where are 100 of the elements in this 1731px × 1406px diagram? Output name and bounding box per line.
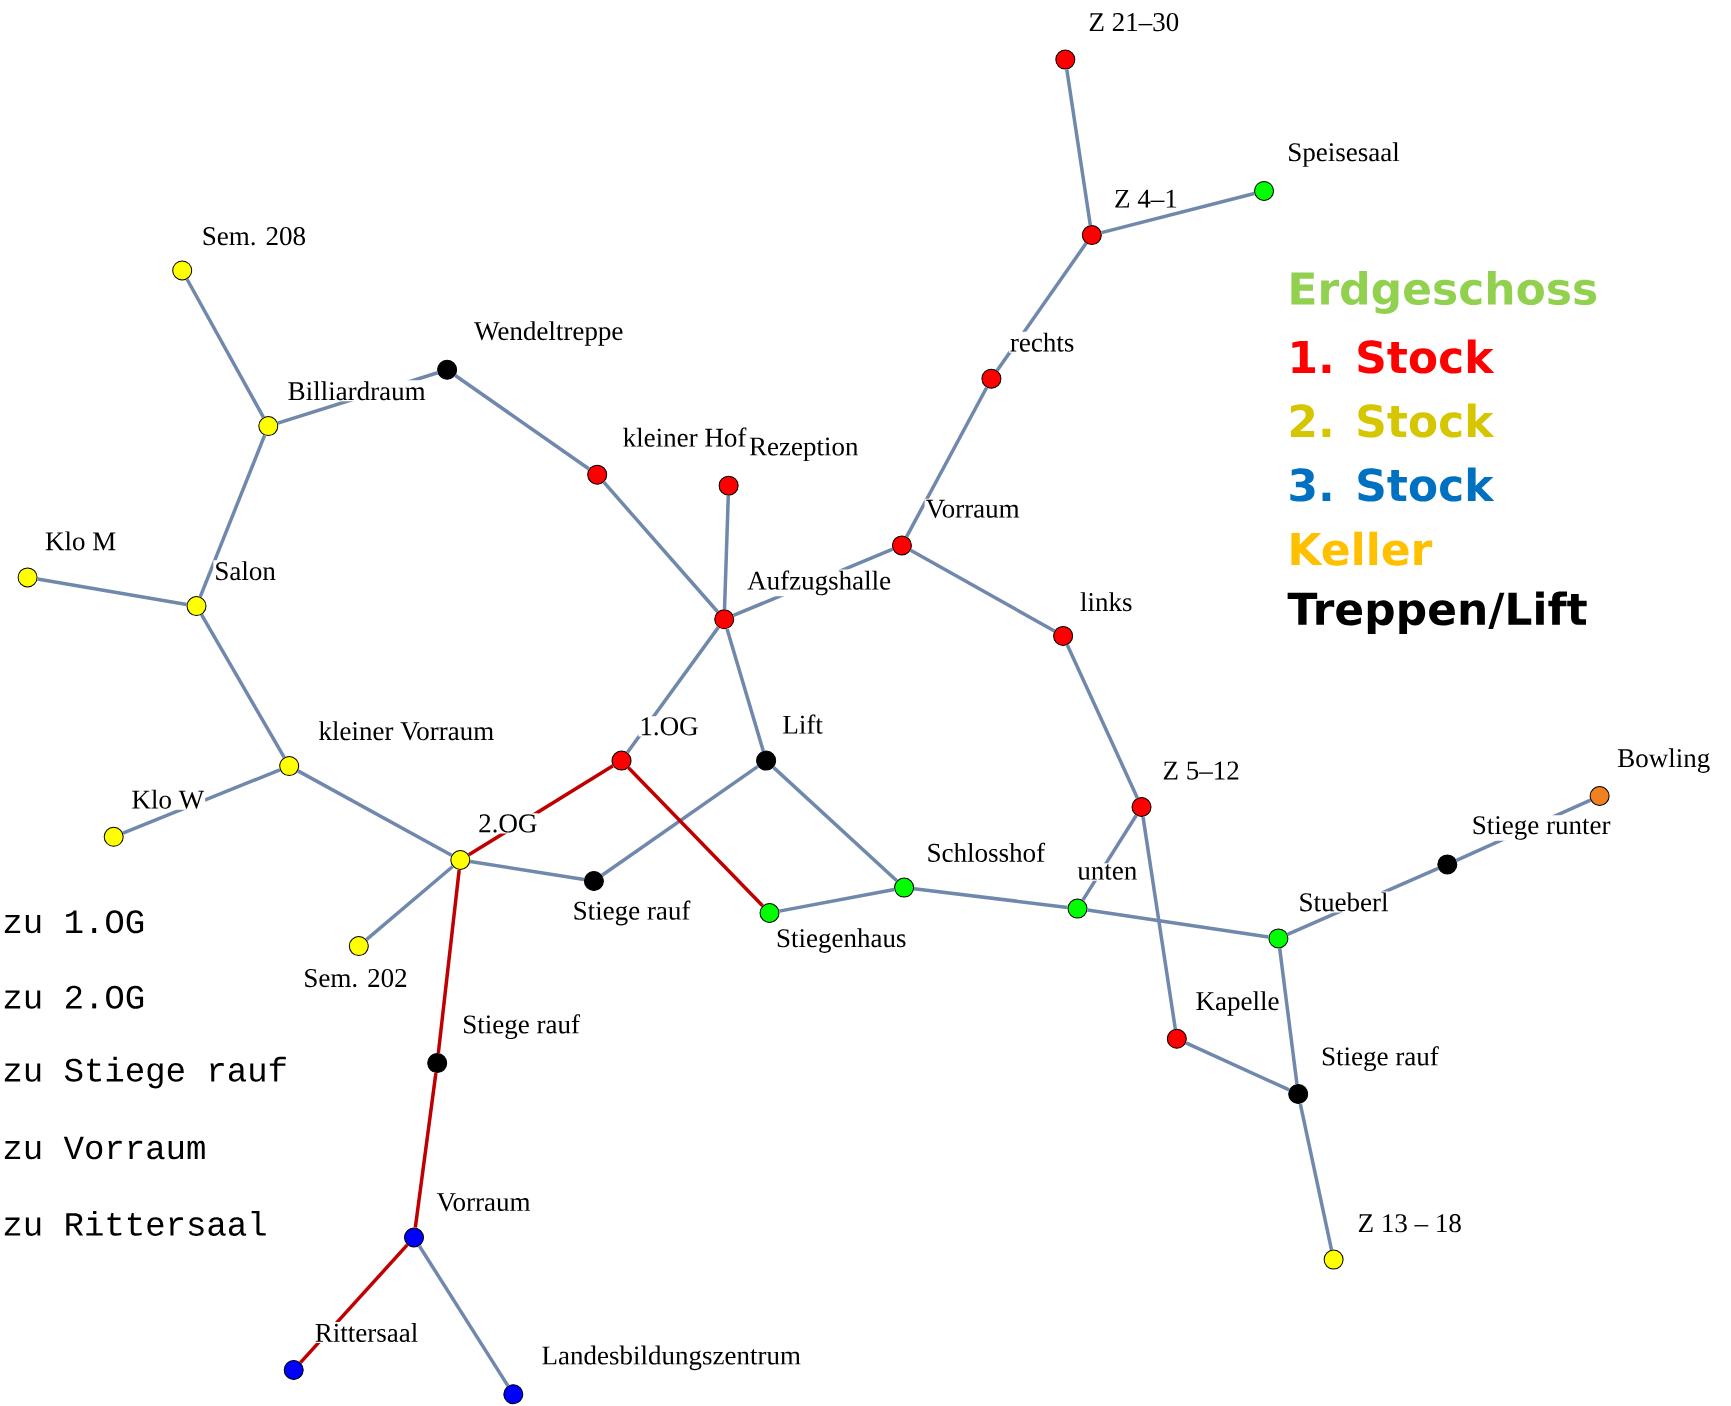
side-note: zu Rittersaal bbox=[4, 1210, 266, 1236]
node-label: rechts bbox=[1008, 331, 1076, 353]
graph-node bbox=[1288, 1084, 1309, 1104]
side-note: zu Vorraum bbox=[4, 1136, 205, 1160]
connector-line bbox=[905, 386, 989, 538]
graph-node bbox=[279, 756, 300, 777]
node-label: unten bbox=[1076, 863, 1139, 881]
graph-node bbox=[587, 464, 608, 485]
node-label: Speisesaal bbox=[1286, 141, 1401, 168]
graph-node bbox=[1437, 854, 1458, 875]
graph-node bbox=[1166, 1028, 1187, 1049]
connector-line bbox=[413, 1072, 438, 1228]
connector-line bbox=[417, 1245, 510, 1387]
graph-node bbox=[1323, 1249, 1344, 1270]
graph-node bbox=[450, 850, 471, 870]
node-label: Kapelle bbox=[1194, 990, 1281, 1017]
connector-line bbox=[454, 374, 590, 471]
node-label: Salon bbox=[213, 560, 277, 582]
node-label: Landesbildungszentrum bbox=[540, 1344, 802, 1372]
legend-entry: 2. Stock bbox=[1290, 403, 1495, 438]
connector-line bbox=[627, 766, 764, 908]
legend-entry: 1. Stock bbox=[1292, 339, 1495, 374]
legend-entry: Erdgeschoss bbox=[1291, 271, 1597, 314]
node-label: Rittersaal bbox=[313, 1322, 420, 1343]
graph-node bbox=[17, 567, 38, 588]
connector-line bbox=[1065, 644, 1139, 799]
node-label: Stiegenhaus bbox=[774, 927, 908, 954]
legend-entry: 3. Stock bbox=[1290, 467, 1495, 502]
node-label: Stueberl bbox=[1297, 891, 1390, 913]
node-label: Klo W bbox=[130, 788, 206, 810]
graph-node bbox=[103, 826, 124, 847]
graph-node bbox=[503, 1384, 524, 1405]
graph-node bbox=[1268, 928, 1289, 949]
graph-node bbox=[583, 871, 604, 891]
node-label: Vorraum bbox=[924, 498, 1021, 519]
node-label: Vorraum bbox=[435, 1192, 532, 1213]
node-label: Stiege runter bbox=[1470, 815, 1612, 841]
connector-line bbox=[1277, 948, 1299, 1085]
graph-node bbox=[1131, 797, 1152, 817]
side-note: zu Stiege rauf bbox=[4, 1056, 286, 1089]
node-label: links bbox=[1078, 591, 1134, 613]
connector-line bbox=[198, 434, 267, 598]
connector-line bbox=[722, 495, 731, 610]
connector-line bbox=[1065, 69, 1093, 226]
connector-line bbox=[37, 577, 187, 607]
connector-line bbox=[200, 613, 286, 759]
connector-line bbox=[779, 887, 895, 913]
node-label: Z 5–12 bbox=[1161, 760, 1241, 781]
side-note: zu 2.OG bbox=[4, 985, 144, 1009]
connector-line bbox=[469, 859, 585, 882]
node-label: Sem. 202 bbox=[302, 967, 409, 989]
graph-node bbox=[258, 416, 279, 437]
node-label: Sem. 208 bbox=[200, 226, 308, 247]
node-label: Stiege rauf bbox=[571, 899, 692, 927]
node-label: Z 13 – 18 bbox=[1356, 1213, 1463, 1234]
node-label: Billiardraum bbox=[286, 380, 427, 402]
side-note: zu 1.OG bbox=[4, 910, 144, 934]
node-label: 2.OG bbox=[477, 813, 539, 834]
connector-line bbox=[365, 865, 454, 941]
node-label: Aufzugshalle bbox=[746, 569, 893, 597]
connector-line bbox=[909, 548, 1056, 633]
graph-node bbox=[718, 475, 739, 496]
graph-node bbox=[759, 903, 780, 923]
connector-line bbox=[297, 769, 453, 857]
graph-node bbox=[891, 535, 912, 556]
legend-entry: Treppen/Lift bbox=[1287, 591, 1587, 634]
graph-node bbox=[1067, 898, 1088, 919]
node-label: 1.OG bbox=[638, 716, 700, 737]
node-label: Rezeption bbox=[748, 436, 860, 463]
graph-node bbox=[756, 750, 777, 771]
connector-line bbox=[185, 278, 265, 419]
graph-node bbox=[1055, 49, 1076, 70]
graph-node bbox=[1053, 625, 1074, 646]
node-label: Z 4–1 bbox=[1113, 188, 1179, 209]
node-label: Klo M bbox=[44, 530, 118, 552]
graph-node bbox=[283, 1360, 304, 1380]
connector-line bbox=[602, 481, 719, 613]
graph-node bbox=[981, 368, 1002, 389]
connector-line bbox=[1087, 908, 1269, 939]
graph-node bbox=[1081, 225, 1102, 246]
connector-line bbox=[1298, 1103, 1334, 1251]
graph-node bbox=[611, 750, 632, 771]
node-label: Stiege rauf bbox=[461, 1013, 581, 1041]
graph-node bbox=[348, 936, 369, 957]
connector-line bbox=[772, 766, 898, 883]
node-label: Wendeltreppe bbox=[473, 320, 625, 347]
node-label: Lift bbox=[781, 713, 824, 735]
legend-entry: Keller bbox=[1291, 531, 1433, 566]
graph-node bbox=[1254, 181, 1274, 201]
graph-node bbox=[437, 359, 458, 380]
connector-line bbox=[725, 628, 765, 752]
graph-node bbox=[894, 877, 915, 898]
node-label: kleiner Vorraum bbox=[317, 720, 496, 742]
graph-node bbox=[427, 1053, 448, 1074]
connector-line bbox=[122, 768, 281, 835]
graph-node bbox=[1589, 786, 1610, 806]
graph-node bbox=[404, 1227, 424, 1248]
node-label: Z 21–30 bbox=[1087, 11, 1181, 33]
node-label: Stiege rauf bbox=[1320, 1045, 1440, 1073]
node-label: kleiner Hof bbox=[621, 426, 748, 448]
